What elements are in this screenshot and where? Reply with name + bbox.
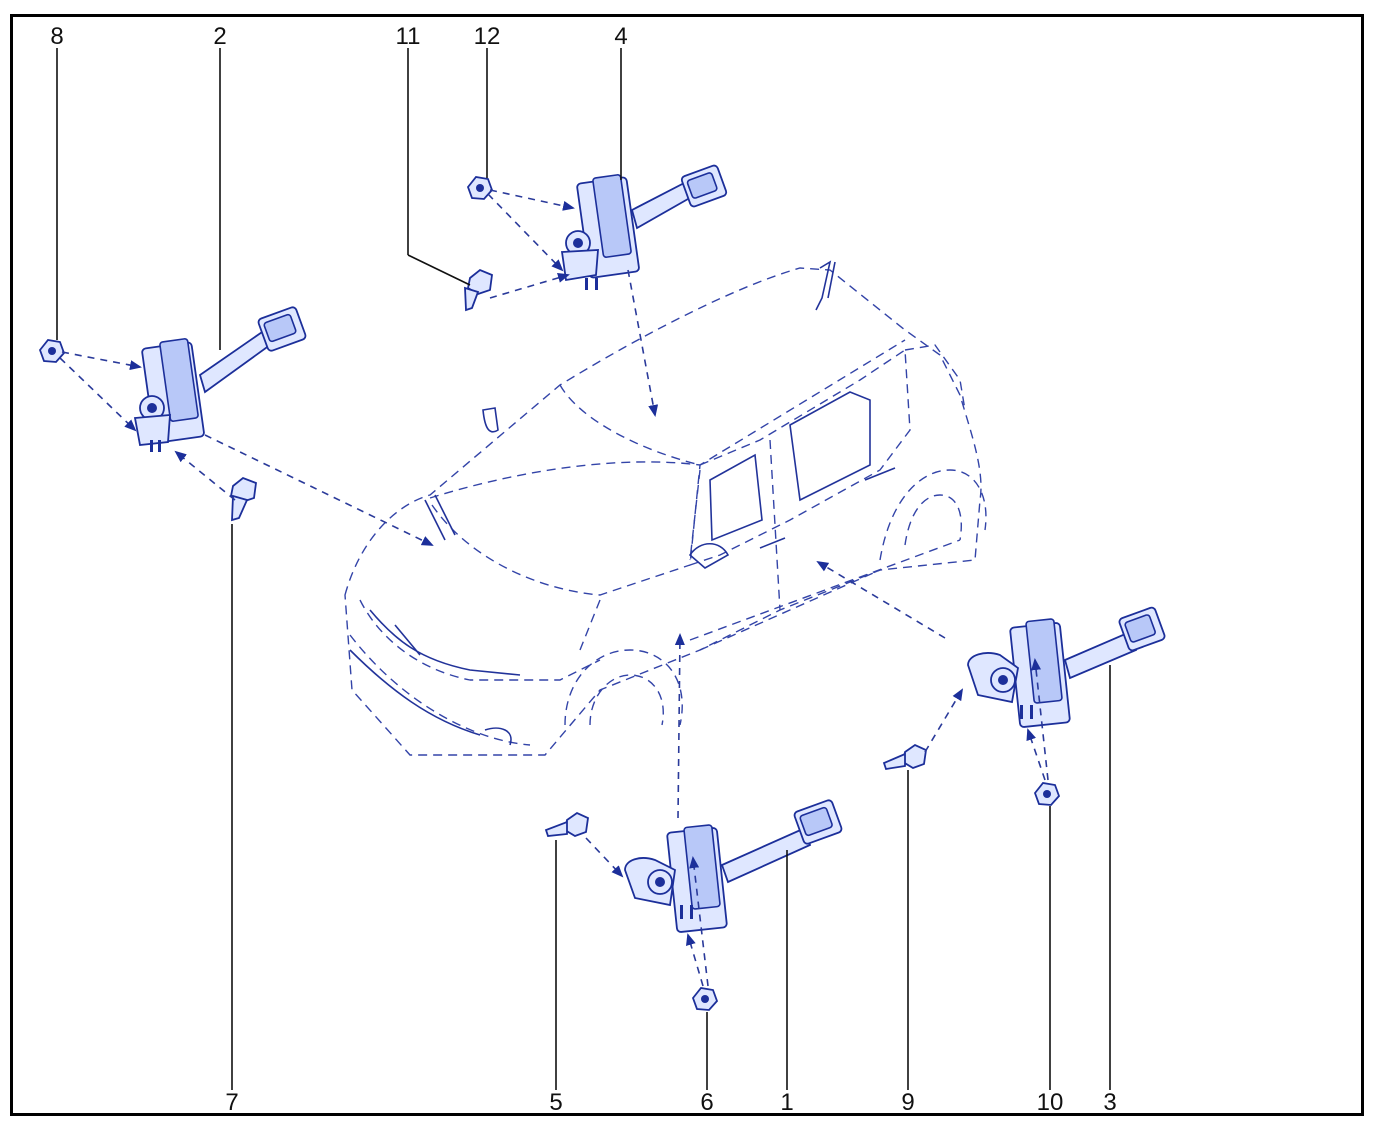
callout-4: 4 <box>614 23 627 50</box>
door-check-part-2 <box>133 306 307 452</box>
vehicle-outline <box>344 260 987 756</box>
door-check-part-4 <box>560 164 728 290</box>
bolt-11 <box>464 268 493 312</box>
assembly-arrows <box>59 189 1049 987</box>
callout-1: 1 <box>780 1089 793 1116</box>
callout-7: 7 <box>225 1089 238 1116</box>
callout-8: 8 <box>50 23 63 50</box>
callout-2: 2 <box>213 23 226 50</box>
callout-12: 12 <box>474 23 501 50</box>
bolt-9 <box>882 743 927 771</box>
bolt-7 <box>229 476 257 522</box>
nut-12 <box>466 176 494 200</box>
door-check-part-3 <box>967 606 1166 728</box>
leader-lines <box>56 48 1111 1090</box>
callout-6: 6 <box>700 1089 713 1116</box>
callout-9: 9 <box>901 1089 914 1116</box>
nut-10 <box>1033 782 1061 806</box>
callout-10: 10 <box>1037 1089 1064 1116</box>
callout-labels: 8 2 11 12 4 7 5 6 1 9 10 3 <box>50 23 1116 1116</box>
nut-6 <box>691 987 719 1011</box>
callout-5: 5 <box>549 1089 562 1116</box>
door-check-part-1 <box>624 799 843 933</box>
callout-11: 11 <box>396 23 421 50</box>
callout-3: 3 <box>1103 1089 1116 1116</box>
bolt-5 <box>544 811 589 837</box>
